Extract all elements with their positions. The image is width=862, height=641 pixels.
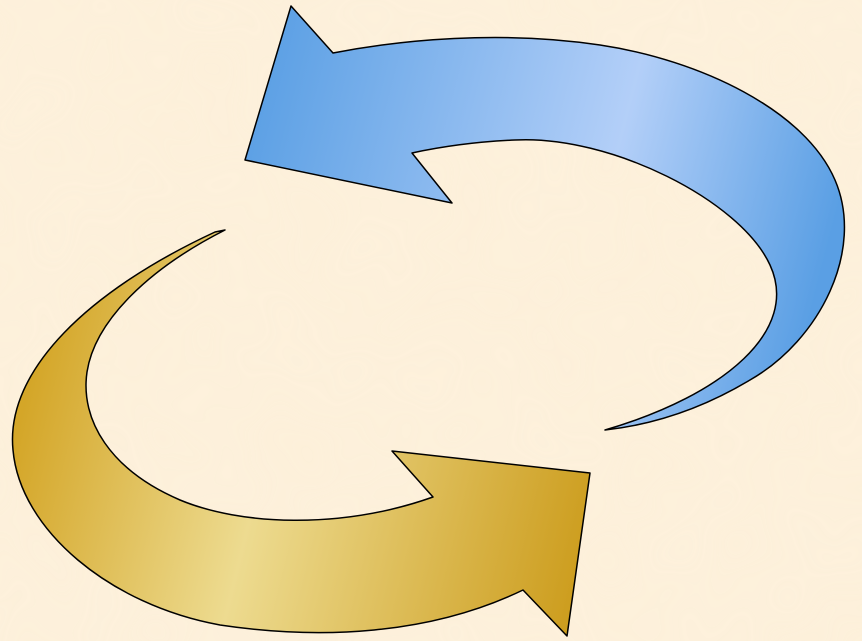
cycle-diagram	[0, 0, 862, 641]
